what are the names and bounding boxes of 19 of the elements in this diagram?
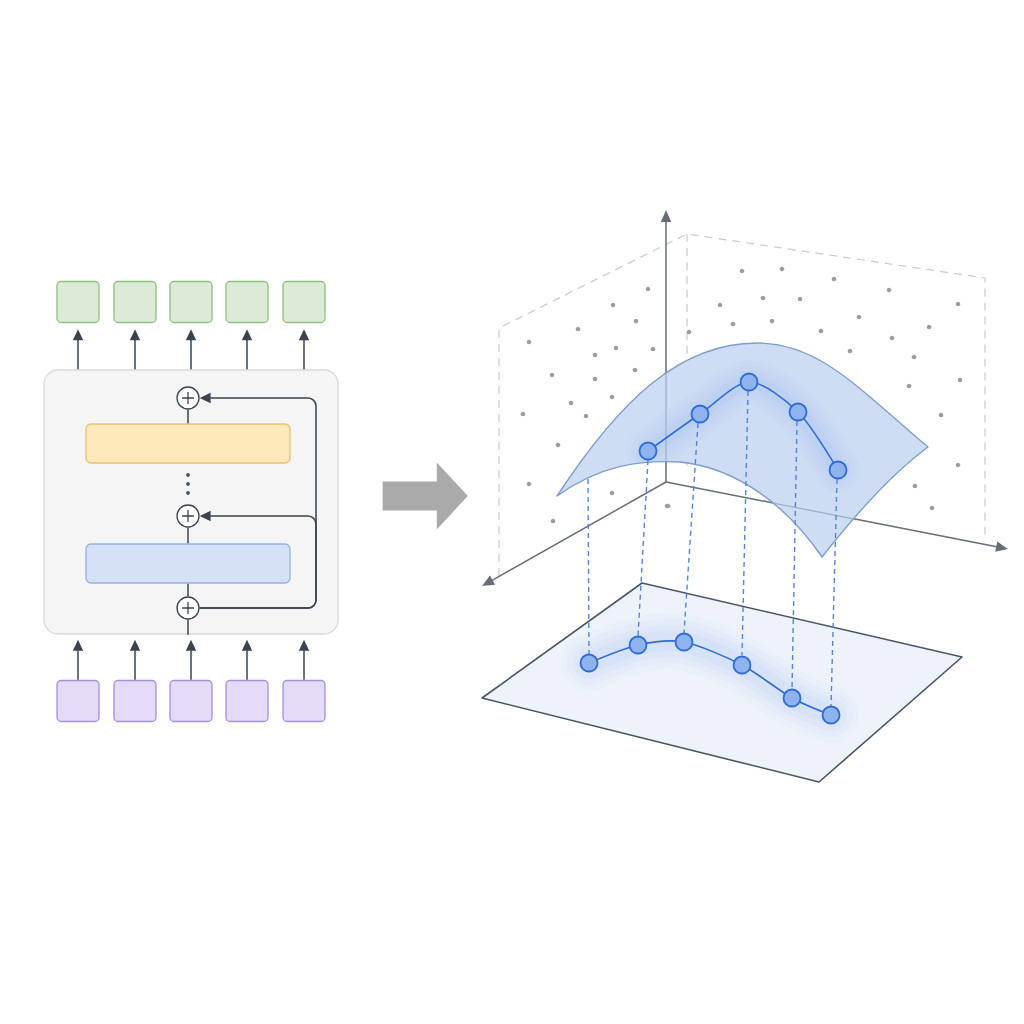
- line: [187, 526, 189, 545]
- line: [187, 618, 189, 636]
- line: [187, 582, 189, 598]
- input-box: [225, 679, 269, 723]
- output-box: [225, 280, 269, 324]
- circled-plus: [176, 386, 200, 410]
- line: [187, 408, 189, 425]
- circled-plus: [176, 596, 200, 620]
- output-box: [113, 280, 157, 324]
- input-box: [169, 679, 213, 723]
- circled-plus: [176, 504, 200, 528]
- output-box: [56, 280, 100, 324]
- layer-bar: [85, 423, 291, 464]
- layer-bar: [85, 543, 291, 584]
- input-box: [282, 679, 326, 723]
- input-box: [113, 679, 157, 723]
- input-box: [56, 679, 100, 723]
- output-box: [282, 280, 326, 324]
- output-box: [169, 280, 213, 324]
